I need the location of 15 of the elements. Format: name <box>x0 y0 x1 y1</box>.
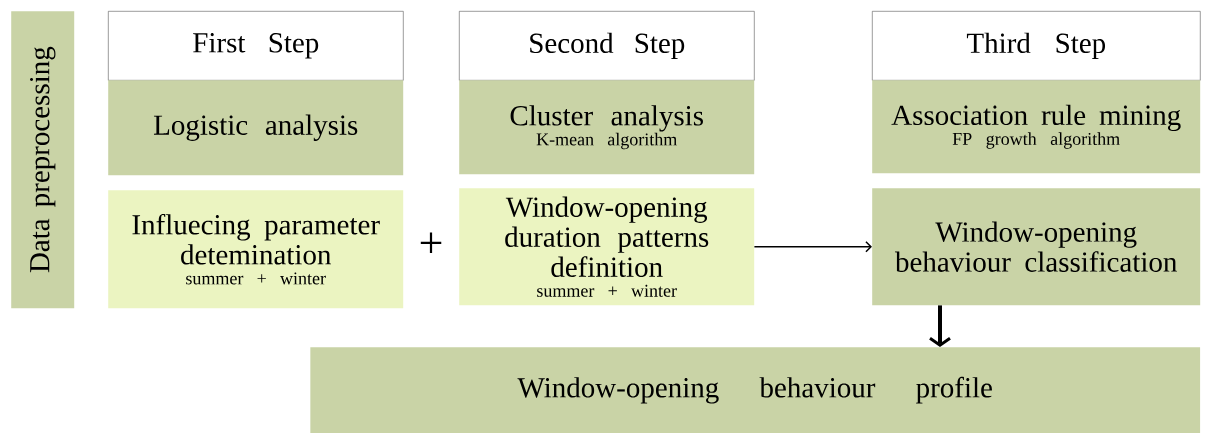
band-label: Data preprocessing <box>30 46 56 273</box>
process-box: Logistic analysis <box>108 80 404 176</box>
arrow <box>929 305 951 347</box>
process-box: Window-opening duration patterns definition summer + winter <box>459 188 755 306</box>
arrow <box>753 240 872 253</box>
stage-band <box>11 11 75 309</box>
process-box: Cluster analysis K-mean algorithm <box>459 80 755 175</box>
process-box: Association rule mining FP growth algorithm <box>872 80 1201 174</box>
plus-sign: + <box>420 232 442 254</box>
process-box: Window-opening behaviour profile <box>310 347 1201 433</box>
process-box: Influecing parameter detemination summer + winter <box>108 190 404 309</box>
step-header: Third Step <box>872 11 1201 81</box>
step-header: First Step <box>108 11 404 81</box>
step-header: Second Step <box>459 11 755 81</box>
process-box: Window-opening behaviour classification <box>872 188 1201 306</box>
